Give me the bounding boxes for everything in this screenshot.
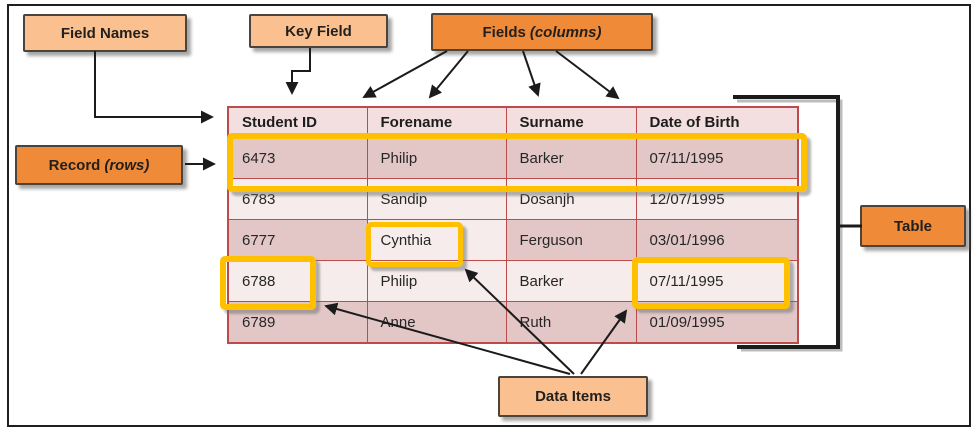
table-header-row: Student ID Forename Surname Date of Birt… [227,106,799,138]
table-cell: 03/01/1996 [635,219,799,261]
label-text: Field Names [60,24,150,42]
column-header-forename: Forename [366,106,507,138]
label-table: Table [860,205,966,247]
table-cell: 6788 [227,260,368,302]
table-cell: 07/11/1995 [635,260,799,302]
table-cell: Anne [366,301,507,344]
label-text: Key Field [285,22,352,40]
label-key-field: Key Field [249,14,388,48]
label-field-names: Field Names [23,14,187,52]
label-text: Data Items [535,388,611,405]
table-cell: 07/11/1995 [635,137,799,179]
label-text-secondary: (rows) [104,156,150,174]
table-cell: Ruth [505,301,637,344]
label-data-items: Data Items [498,376,648,417]
table-row: 6788 Philip Barker 07/11/1995 [227,260,799,302]
label-record-rows: Record(rows) [15,145,183,185]
column-header-surname: Surname [505,106,637,138]
table-row: 6789 Anne Ruth 01/09/1995 [227,301,799,344]
table-cell: 6473 [227,137,368,179]
table-row: 6473 Philip Barker 07/11/1995 [227,137,799,179]
table-cell: 01/09/1995 [635,301,799,344]
label-text: Record [48,156,101,174]
table-cell: 6777 [227,219,368,261]
label-text-secondary: (columns) [529,23,602,41]
label-text: Table [893,217,933,235]
label-text: Fields [482,23,526,41]
table-cell: Philip [366,260,507,302]
table-cell: Philip [366,137,507,179]
table-cell: Sandip [366,178,507,220]
student-table: Student ID Forename Surname Date of Birt… [227,106,799,344]
table-cell: Ferguson [505,219,637,261]
table-cell: 6783 [227,178,368,220]
column-header-student-id: Student ID [227,106,368,138]
table-cell: Dosanjh [505,178,637,220]
table-cell: 12/07/1995 [635,178,799,220]
label-fields-columns: Fields(columns) [431,13,653,51]
table-cell: 6789 [227,301,368,344]
table-cell: Cynthia [366,219,507,261]
table-cell: Barker [505,260,637,302]
table-row: 6783 Sandip Dosanjh 12/07/1995 [227,178,799,220]
table-row: 6777 Cynthia Ferguson 03/01/1996 [227,219,799,261]
table-cell: Barker [505,137,637,179]
outer-frame [7,4,971,427]
column-header-date-of-birth: Date of Birth [635,106,799,138]
